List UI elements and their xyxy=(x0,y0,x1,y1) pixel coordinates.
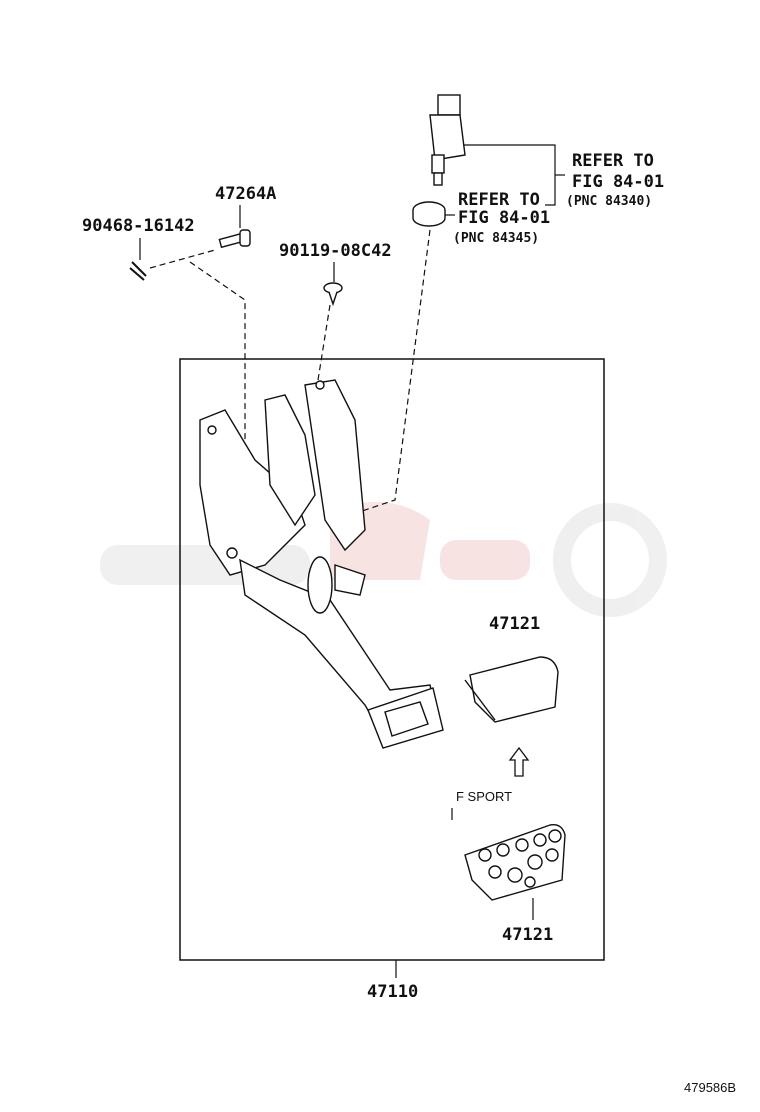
ref-upper-line2: FIG 84-01 xyxy=(572,172,665,192)
ref-upper-line1: REFER TO xyxy=(572,151,654,171)
part-label-47121-fsport: 47121 xyxy=(502,925,554,945)
ref-upper-pnc: (PNC 84340) xyxy=(566,194,653,209)
ref-lower-line2: FIG 84-01 xyxy=(458,208,551,228)
variant-label-fsport: F SPORT xyxy=(456,789,513,804)
part-label-47110: 47110 xyxy=(367,982,419,1002)
stop-lamp-switch-drawing xyxy=(429,94,466,186)
part-label-90468: 90468-16142 xyxy=(82,216,195,236)
figure-id: 479586B xyxy=(684,1080,737,1095)
watermark-logo xyxy=(100,502,667,617)
fsport-pad-drawing xyxy=(464,824,566,901)
pedal-assembly-drawing xyxy=(199,379,444,749)
part-label-47121-std: 47121 xyxy=(489,614,541,634)
pedal-pad-drawing xyxy=(464,656,559,723)
assembly-box xyxy=(179,358,605,961)
ref-lower-line1: REFER TO xyxy=(458,190,540,210)
part-label-47264A: 47264A xyxy=(215,184,277,204)
ref-lower-pnc: (PNC 84345) xyxy=(453,231,540,246)
part-label-90119: 90119-08C42 xyxy=(279,241,392,261)
